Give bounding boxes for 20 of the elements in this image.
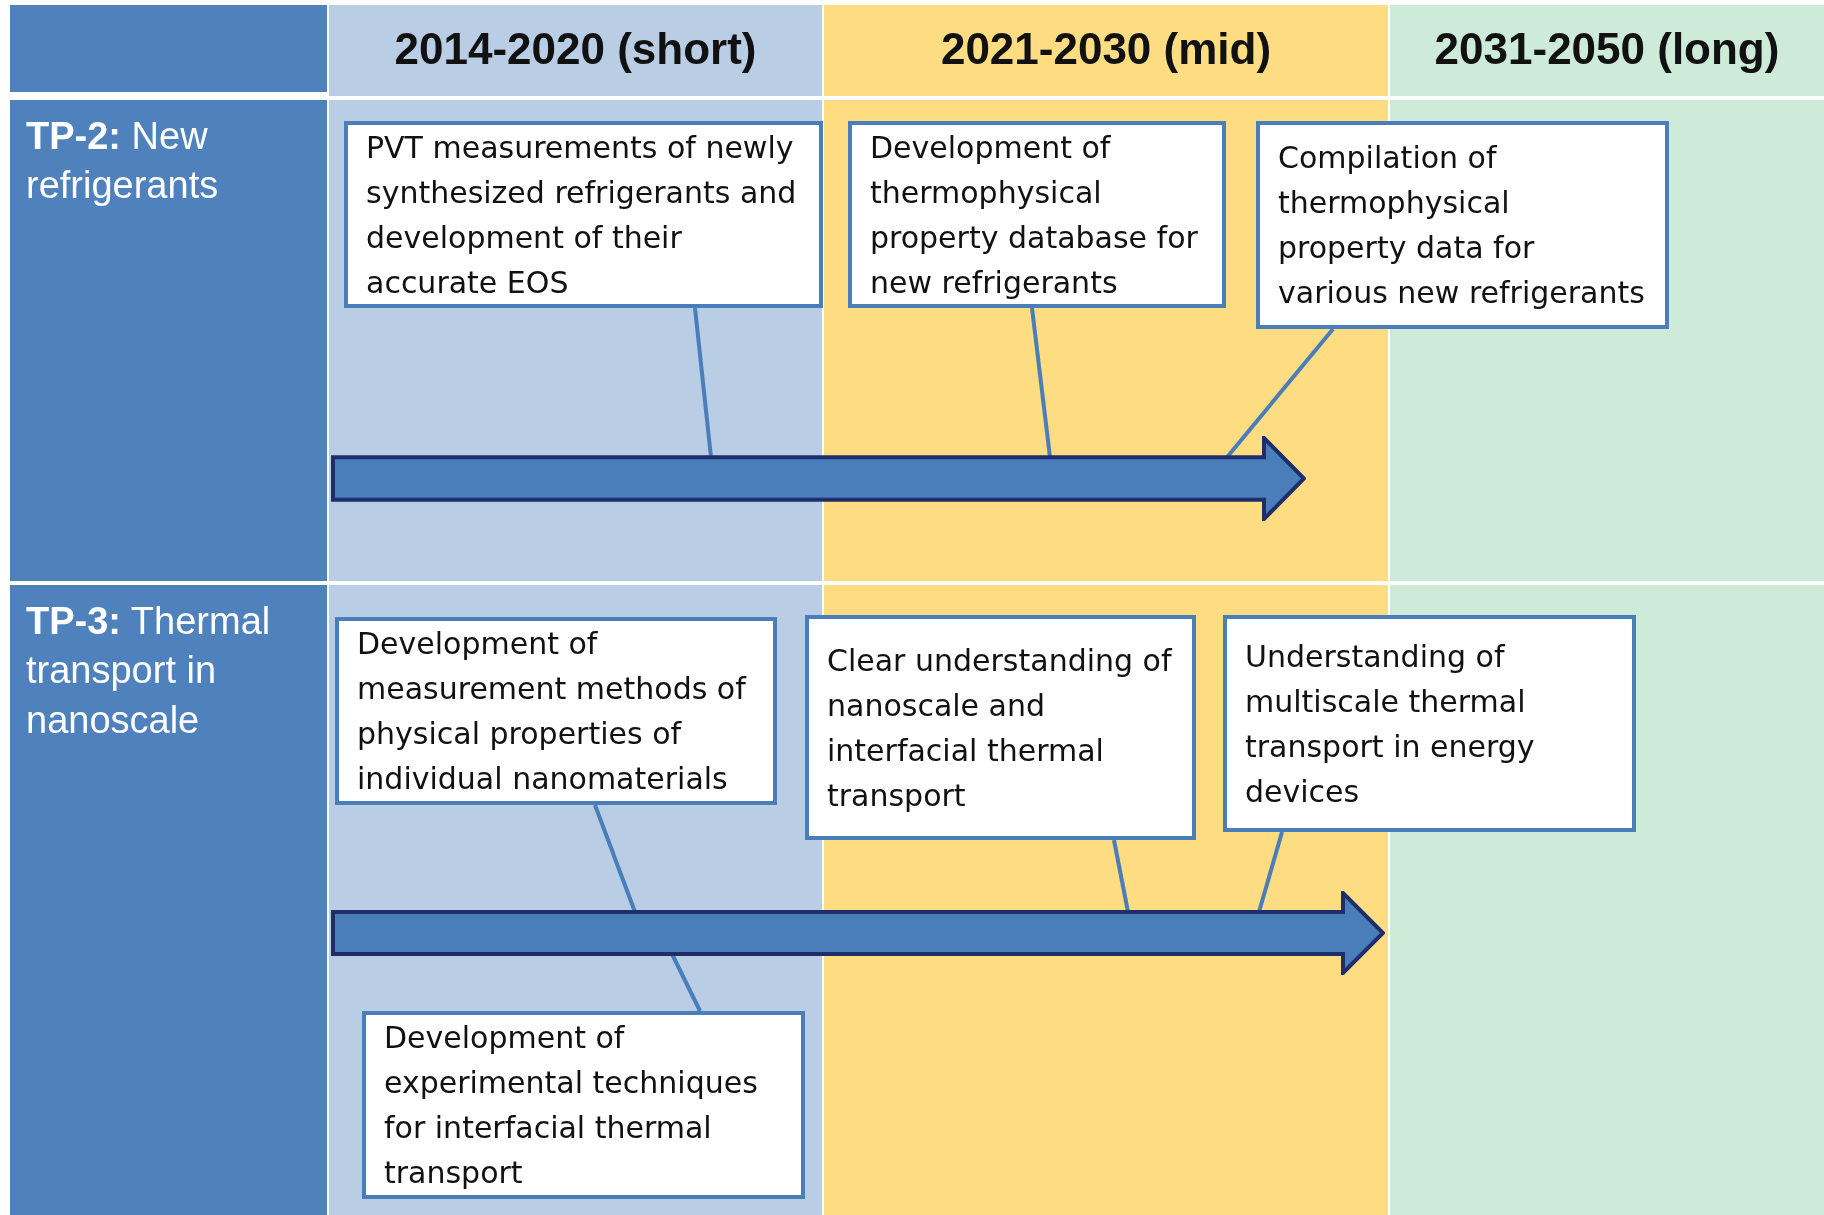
text-box: Development of thermophysical property database for new refrigerants bbox=[848, 121, 1226, 308]
timeline-arrow bbox=[331, 891, 1385, 975]
leader-line bbox=[1257, 831, 1284, 913]
text-box: Clear understanding of nanoscale and interfacial thermal transport bbox=[805, 615, 1196, 840]
text-box: Development of measurement methods of physical properties of individual nanomaterials bbox=[335, 617, 777, 805]
leader-line bbox=[593, 804, 637, 913]
leader-line bbox=[693, 307, 713, 458]
row-header: TP-3: Thermal transport in nanoscale bbox=[10, 585, 327, 1215]
text-box: Understanding of multiscale thermal transport in energy devices bbox=[1223, 615, 1636, 832]
leader-line bbox=[1112, 839, 1130, 913]
text-box: Compilation of thermophysical property data for various new refrigerants bbox=[1256, 121, 1669, 329]
column-header: 2014-2020 (short) bbox=[329, 5, 822, 92]
leader-line bbox=[1030, 307, 1052, 458]
leader-line bbox=[670, 953, 702, 1012]
row-header: TP-2: New refrigerants bbox=[10, 100, 327, 581]
text-box: Development of experimental techniques for interfacial thermal transport bbox=[362, 1011, 805, 1199]
text-box: PVT measurements of newly synthesized refrigerants and development of their accurate EOS bbox=[344, 121, 823, 308]
timeline-arrow bbox=[331, 436, 1306, 521]
column-header: 2021-2030 (mid) bbox=[824, 5, 1388, 92]
column-header: 2031-2050 (long) bbox=[1390, 5, 1824, 92]
